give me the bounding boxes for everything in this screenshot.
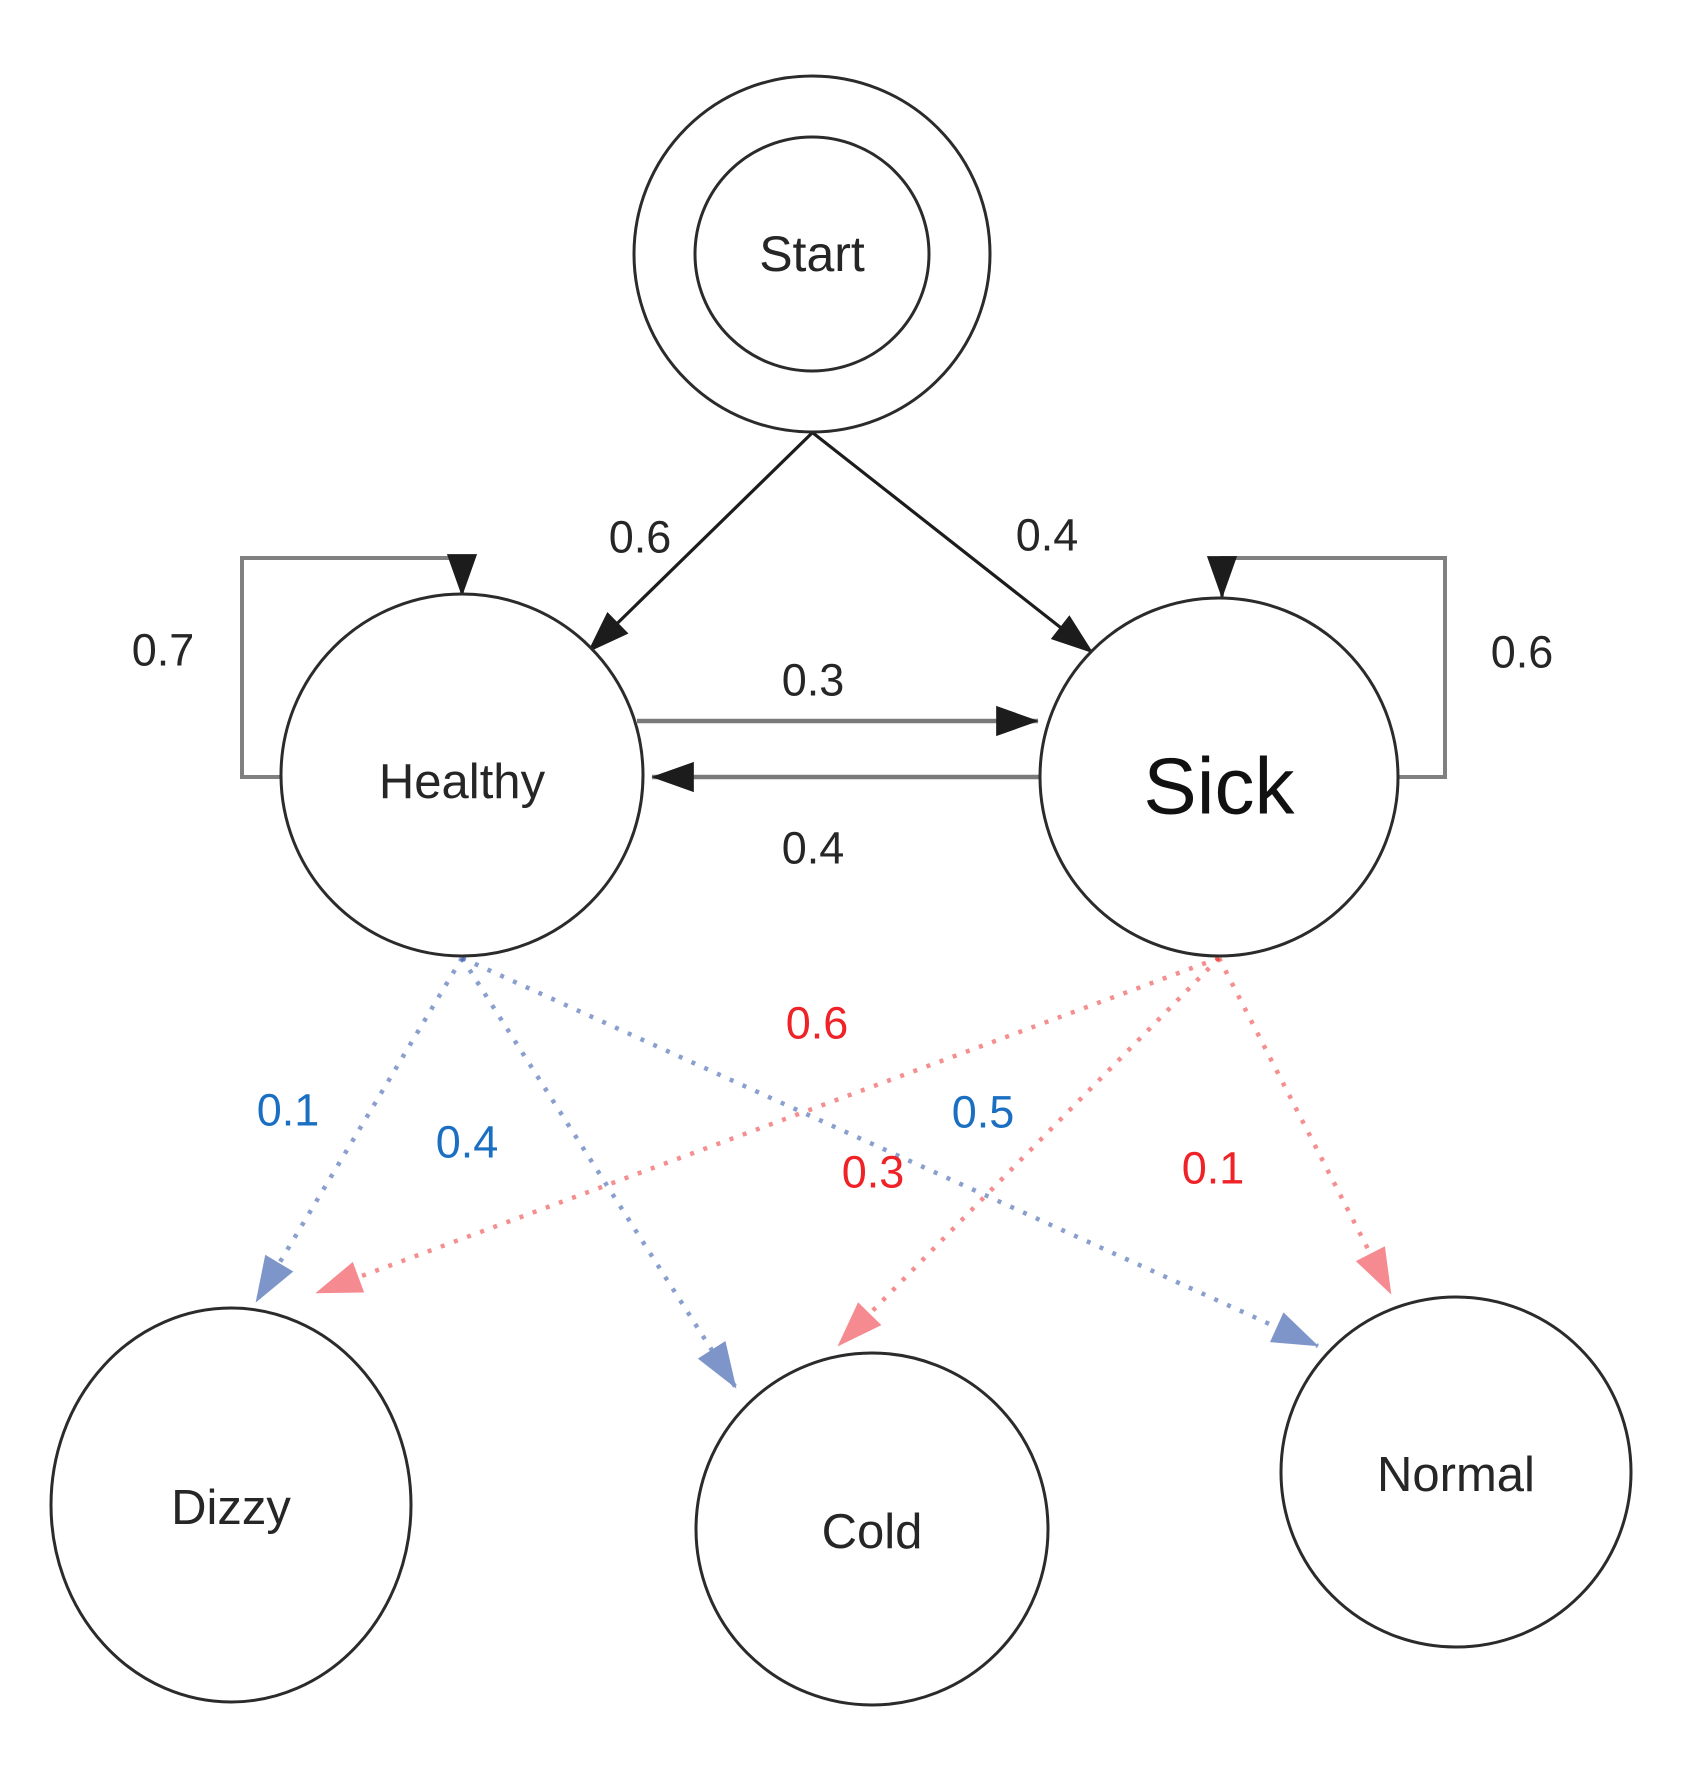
start-to-sick-edge [812, 431, 1094, 655]
healthy-node-circle [279, 592, 645, 958]
sick-to-healthy-probability: 0.4 [782, 823, 845, 874]
sick-node: Sick [1038, 596, 1400, 958]
sick-to-normal-edge [1216, 956, 1394, 1296]
cold-node-label: Cold [822, 1505, 923, 1559]
start-node-inner-circle [693, 135, 931, 373]
sick-to-normal-probability: 0.1 [1182, 1143, 1245, 1194]
healthy-self-loop-probability: 0.7 [132, 625, 195, 676]
cold-node-circle [694, 1351, 1050, 1707]
healthy-to-normal-edge [461, 955, 1319, 1349]
start-to-healthy-probability: 0.6 [609, 512, 672, 563]
sick-to-cold-probability: 0.3 [842, 1147, 905, 1198]
healthy-to-dizzy-probability: 0.1 [257, 1085, 320, 1136]
healthy-to-sick-probability: 0.3 [782, 655, 845, 706]
normal-node: Normal [1279, 1295, 1633, 1649]
start-to-healthy-edge [586, 431, 814, 654]
dizzy-node-label: Dizzy [171, 1481, 291, 1535]
cold-node: Cold [694, 1351, 1050, 1707]
sick-node-circle [1038, 596, 1400, 958]
healthy-node: Healthy [279, 592, 645, 958]
healthy-node-label: Healthy [379, 755, 546, 809]
dizzy-node: Dizzy [49, 1306, 413, 1704]
sick-self-loop-probability: 0.6 [1491, 627, 1554, 678]
healthy-to-cold-probability: 0.4 [436, 1117, 499, 1168]
start-node-label: Start [759, 226, 865, 282]
start-to-sick-probability: 0.4 [1016, 510, 1079, 561]
healthy-to-cold-edge [460, 956, 738, 1390]
sick-self-loop-edge [1206, 556, 1447, 779]
start-node: Start [632, 74, 992, 434]
healthy-to-normal-probability: 0.5 [952, 1087, 1015, 1138]
dizzy-node-circle [49, 1306, 413, 1704]
healthy-self-loop-edge [240, 554, 478, 779]
normal-node-label: Normal [1377, 1448, 1535, 1502]
normal-node-circle [1279, 1295, 1633, 1649]
sick-to-dizzy-probability: 0.6 [786, 998, 849, 1049]
sick-node-label: Sick [1143, 742, 1295, 831]
